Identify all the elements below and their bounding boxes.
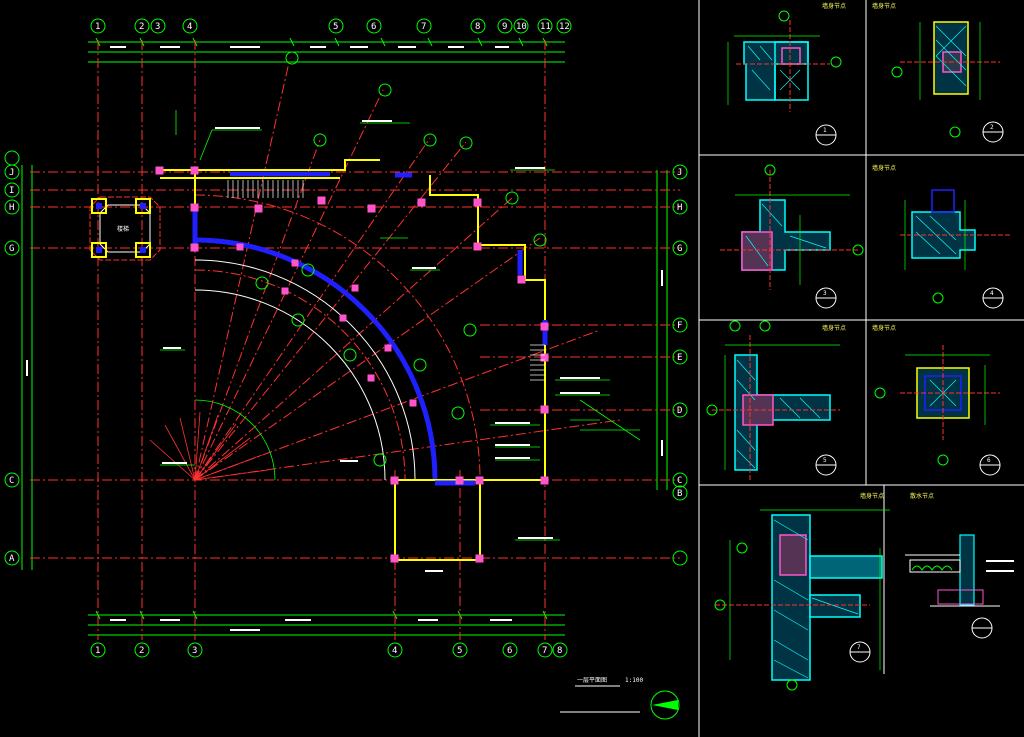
annotation-text-bars xyxy=(162,120,600,572)
dimension-text-bars xyxy=(26,46,663,631)
grid-label-right: H xyxy=(677,203,682,213)
grid-label-bottom: 5 xyxy=(457,646,462,656)
grid-label-top: 11 xyxy=(540,22,551,32)
windows xyxy=(192,171,548,486)
grid-label-bottom: 8 xyxy=(557,646,562,656)
dimension-lines xyxy=(21,37,668,636)
detail-callout: 6 xyxy=(987,457,991,464)
detail-callout: 7 xyxy=(857,644,861,651)
grid-label-top: 10 xyxy=(516,22,527,32)
annotation-leaders xyxy=(160,110,641,541)
detail-panel-5: 墙身节点 5 xyxy=(706,320,846,480)
center-fan xyxy=(149,399,276,481)
detail-callout: 2 xyxy=(990,124,994,131)
grid-label-top: 3 xyxy=(155,22,160,32)
grid-label-left: H xyxy=(9,203,14,213)
grid-label-top: 12 xyxy=(559,22,570,32)
detail-title: 墙身节点 xyxy=(872,2,896,10)
grid-label-top: 2 xyxy=(139,22,144,32)
plan-scale: 1:100 xyxy=(625,677,643,684)
panel-frames xyxy=(698,0,1024,737)
detail-panel-4: 墙身节点 4 xyxy=(872,164,1010,309)
detail-title: 墙身节点 xyxy=(822,324,846,332)
grid-label-right: C xyxy=(677,476,682,486)
detail-panel-3: 3 xyxy=(720,164,864,309)
radial-bubbles xyxy=(255,51,547,467)
grid-label-top: 7 xyxy=(421,22,426,32)
detail-panel-7: 墙身节点 7 xyxy=(714,492,884,691)
detail-title: 散水节点 xyxy=(910,492,934,500)
grid-label-left: G xyxy=(9,244,14,254)
grid-label-left: I xyxy=(9,186,14,196)
stairs xyxy=(227,180,545,381)
columns xyxy=(155,166,549,563)
grid-label-right: E xyxy=(677,353,682,363)
grid-label-bottom: 1 xyxy=(95,646,100,656)
detail-title: 墙身节点 xyxy=(872,324,896,332)
detail-title: 墙身节点 xyxy=(872,164,896,172)
grid-bubbles-left xyxy=(4,150,20,566)
grid-label-top: 5 xyxy=(333,22,338,32)
grid-labels-bottom: 1 2 3 4 5 6 7 8 xyxy=(95,646,562,656)
grid-label-top: 4 xyxy=(187,22,192,32)
grid-labels-right: J H G F E D C B xyxy=(677,168,682,499)
plan-title: 一层平面图 xyxy=(577,677,607,684)
pavilion: 楼梯 xyxy=(89,196,161,261)
grid-label-bottom: 2 xyxy=(139,646,144,656)
grid-labels-top: 1 2 3 4 5 6 7 8 9 10 11 12 xyxy=(95,22,570,32)
grid-label-right: G xyxy=(677,244,682,254)
grid-label-right: B xyxy=(677,489,682,499)
grid-label-right: F xyxy=(677,321,682,331)
grid-label-left: J xyxy=(9,168,14,178)
grid-label-top: 9 xyxy=(502,22,507,32)
detail-dimensions xyxy=(724,22,990,670)
detail-title: 墙身节点 xyxy=(860,492,884,500)
grid-label-top: 8 xyxy=(475,22,480,32)
detail-panel-2: 墙身节点 2 xyxy=(872,2,1004,143)
grid-label-top: 1 xyxy=(95,22,100,32)
grid-label-left: C xyxy=(9,476,14,486)
detail-title: 墙身节点 xyxy=(822,2,846,10)
grid-labels-left: J I H G C A xyxy=(9,168,15,564)
grid-label-bottom: 6 xyxy=(507,646,512,656)
north-arrow xyxy=(650,690,680,720)
grid-bubbles-right xyxy=(672,164,688,566)
plan-title-block: 一层平面图 1:100 xyxy=(560,677,680,720)
grid-label-bottom: 4 xyxy=(392,646,397,656)
detail-panel-8: 散水节点 xyxy=(905,492,1014,639)
detail-panel-1: 墙身节点 1 xyxy=(736,2,846,146)
grid-bubbles-top xyxy=(90,18,572,34)
grid-bubbles-bottom xyxy=(90,642,568,658)
detail-callout: 4 xyxy=(990,290,994,297)
pavilion-label: 楼梯 xyxy=(117,225,129,233)
detail-callout: 3 xyxy=(823,290,827,297)
grid-label-left: A xyxy=(9,554,15,564)
grid-axes xyxy=(30,40,680,640)
curved-walls xyxy=(194,194,481,481)
grid-label-right: J xyxy=(677,168,682,178)
detail-panel-6: 墙身节点 6 xyxy=(872,324,1001,476)
detail-callout: 1 xyxy=(823,127,827,134)
grid-label-right: D xyxy=(677,406,682,416)
grid-label-top: 6 xyxy=(371,22,376,32)
grid-label-bottom: 7 xyxy=(542,646,547,656)
grid-label-bottom: 3 xyxy=(192,646,197,656)
detail-callout: 5 xyxy=(823,457,827,464)
